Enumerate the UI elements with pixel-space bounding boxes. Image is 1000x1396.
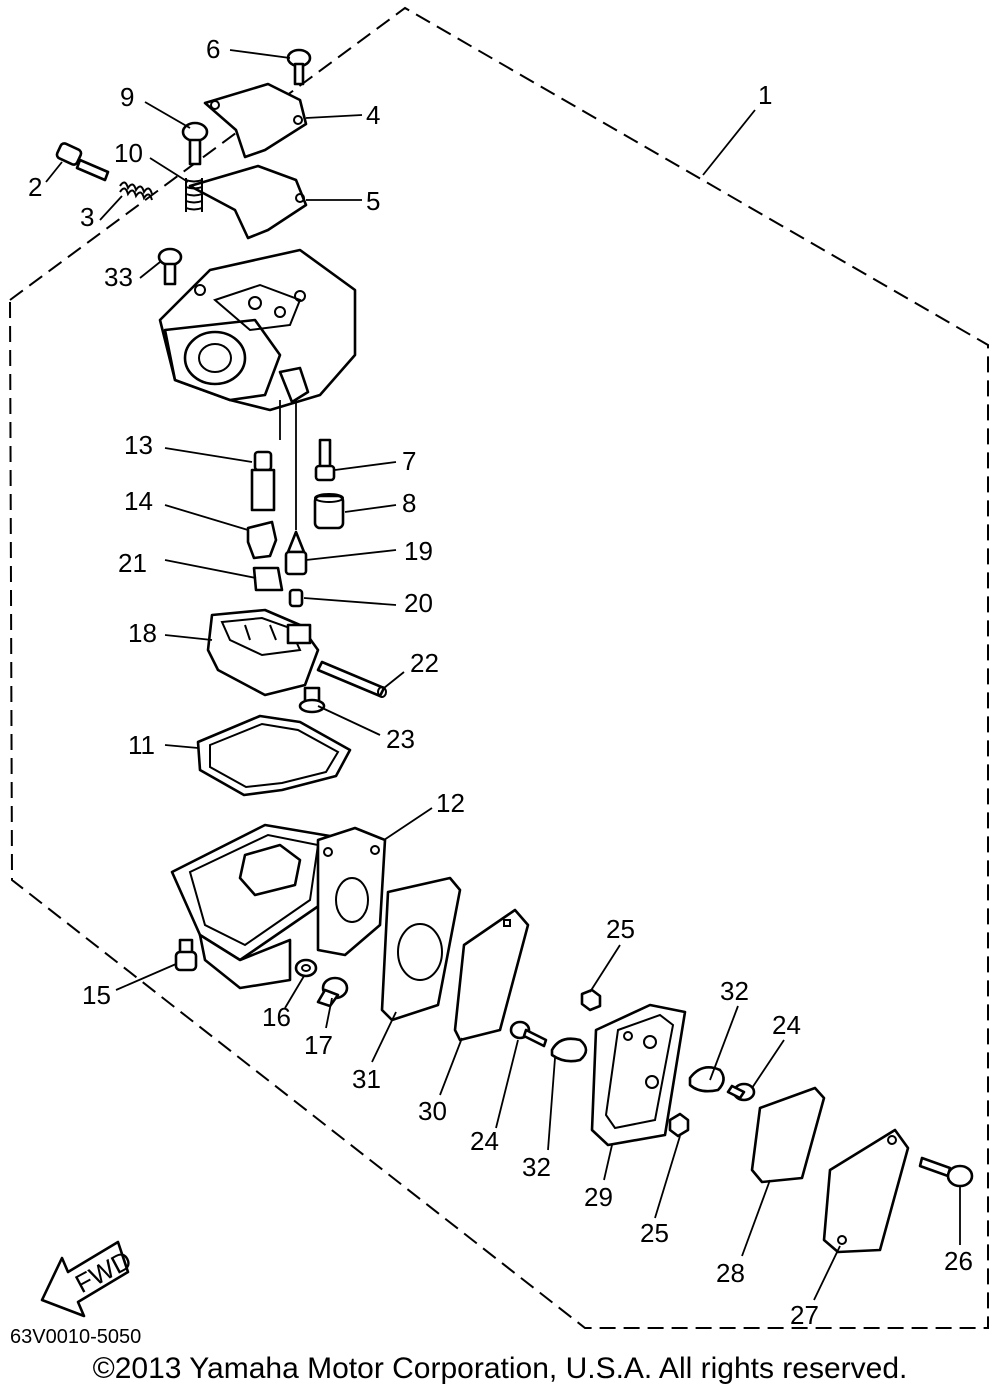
- label-part-13: 13: [124, 430, 153, 460]
- label-part-29: 29: [584, 1182, 613, 1212]
- label-part-31: 31: [352, 1064, 381, 1094]
- leader-lines: [45, 49, 961, 1301]
- part-16-washer: [294, 958, 318, 978]
- label-part-25b: 25: [640, 1218, 669, 1248]
- label-part-22: 22: [410, 648, 439, 678]
- part-24-screw-b: [726, 1082, 756, 1102]
- part-29-fuel-pump-body: [590, 1003, 687, 1147]
- part-33-screw: [157, 247, 183, 286]
- part-28-gasket: [750, 1086, 826, 1184]
- label-part-6: 6: [206, 34, 220, 64]
- fwd-arrow: FWD: [40, 1240, 136, 1318]
- part-4-cover-plate: [203, 82, 308, 159]
- part-17-drain-screw: [316, 976, 349, 1008]
- label-part-28: 28: [716, 1258, 745, 1288]
- label-part-23: 23: [386, 724, 415, 754]
- part-14-jet-holder: [246, 520, 278, 560]
- label-part-19: 19: [404, 536, 433, 566]
- label-part-24b: 24: [772, 1010, 801, 1040]
- part-30-diaphragm: [453, 908, 530, 1042]
- label-part-24a: 24: [470, 1126, 499, 1156]
- part-6-screw: [286, 48, 312, 86]
- label-part-3: 3: [80, 202, 94, 232]
- label-part-21: 21: [118, 548, 147, 578]
- label-part-32b: 32: [720, 976, 749, 1006]
- label-part-15: 15: [82, 980, 111, 1010]
- part-23-screw: [298, 686, 326, 714]
- part-25-nut-b: [668, 1112, 690, 1138]
- label-part-12: 12: [436, 788, 465, 818]
- part-21-clip: [252, 566, 284, 592]
- part-8-main-jet: [313, 493, 345, 530]
- label-part-18: 18: [128, 618, 157, 648]
- part-18-float: [206, 608, 320, 697]
- label-part-16: 16: [262, 1002, 291, 1032]
- label-part-1: 1: [758, 80, 772, 110]
- part-12-float-chamber: [170, 823, 387, 990]
- part-27-pump-cover: [822, 1128, 910, 1254]
- part-20-valve-seat: [288, 588, 304, 608]
- label-part-33: 33: [104, 262, 133, 292]
- carburetor-body: [158, 248, 357, 412]
- copyright-notice: ©2013 Yamaha Motor Corporation, U.S.A. A…: [92, 1352, 908, 1385]
- label-part-4: 4: [366, 100, 380, 130]
- part-25-nut-a: [580, 988, 602, 1012]
- label-part-25a: 25: [606, 914, 635, 944]
- part-2-pilot-screw: [55, 142, 110, 182]
- part-7-pilot-jet: [314, 438, 336, 482]
- part-15-drain-screw: [174, 938, 198, 972]
- part-24-screw-a: [509, 1020, 548, 1048]
- label-part-32a: 32: [522, 1152, 551, 1182]
- part-13-main-nozzle: [250, 450, 276, 512]
- label-part-11: 11: [128, 730, 155, 760]
- label-part-26: 26: [944, 1246, 973, 1276]
- assembly-boundary: [8, 6, 989, 1329]
- label-part-14: 14: [124, 486, 153, 516]
- label-part-2: 2: [28, 172, 42, 202]
- part-3-spring: [119, 181, 153, 201]
- washer-hole: [301, 964, 311, 972]
- label-part-9: 9: [120, 82, 134, 112]
- label-part-20: 20: [404, 588, 433, 618]
- part-19-needle-valve: [284, 530, 308, 576]
- part-22-float-pin: [316, 660, 387, 698]
- label-part-27: 27: [790, 1300, 819, 1330]
- label-part-30: 30: [418, 1096, 447, 1126]
- part-10-spring: [185, 178, 203, 212]
- diagram-code: 63V0010-5050: [10, 1326, 142, 1348]
- label-part-7: 7: [402, 446, 416, 476]
- part-5-gasket: [188, 164, 308, 240]
- label-part-5: 5: [366, 186, 380, 216]
- label-part-10: 10: [114, 138, 143, 168]
- part-31-gasket: [380, 876, 462, 1022]
- part-32-check-valve-a: [550, 1037, 588, 1063]
- part-11-gasket: [196, 714, 352, 797]
- part-26-screw: [918, 1156, 974, 1188]
- part-32-check-valve-b: [688, 1066, 725, 1093]
- part-labels: 1 2 3 4 5 6 7 8 9 10 11 12 13 14 15 16 1…: [28, 34, 973, 1330]
- label-part-17: 17: [304, 1030, 333, 1060]
- label-part-8: 8: [402, 488, 416, 518]
